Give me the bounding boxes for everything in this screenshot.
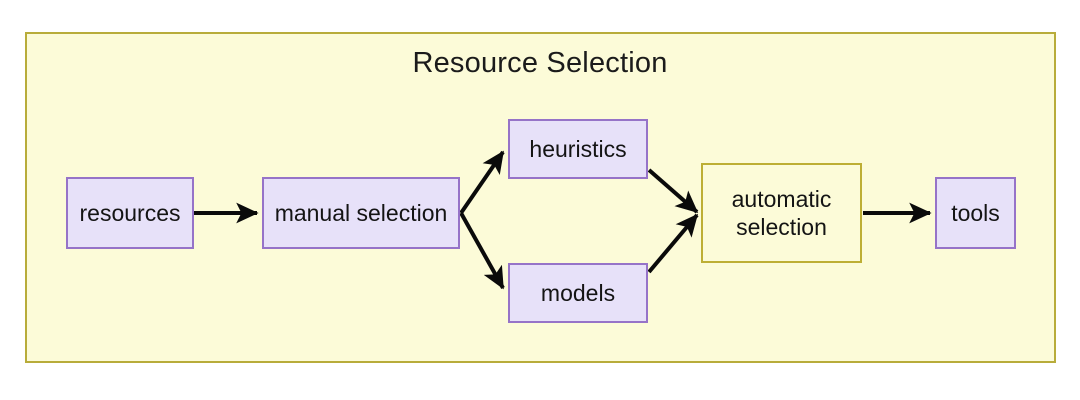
node-automatic-selection[interactable]: automatic selection — [701, 163, 862, 263]
node-heuristics[interactable]: heuristics — [508, 119, 648, 179]
node-models-label: models — [540, 279, 616, 306]
node-tools-label: tools — [951, 199, 1000, 226]
node-tools[interactable]: tools — [935, 177, 1016, 249]
node-models[interactable]: models — [508, 263, 648, 323]
node-heuristics-label: heuristics — [529, 135, 627, 162]
page-title: Resource Selection — [412, 47, 668, 79]
node-automatic-selection-line1: automatic — [731, 185, 832, 212]
node-automatic-selection-line2: selection — [736, 214, 827, 240]
node-manual-selection[interactable]: manual selection — [262, 177, 460, 249]
node-resources[interactable]: resources — [66, 177, 194, 249]
node-manual-selection-label: manual selection — [274, 199, 448, 226]
node-automatic-selection-label: automatic selection — [732, 185, 832, 241]
node-resources-label: resources — [79, 199, 181, 226]
